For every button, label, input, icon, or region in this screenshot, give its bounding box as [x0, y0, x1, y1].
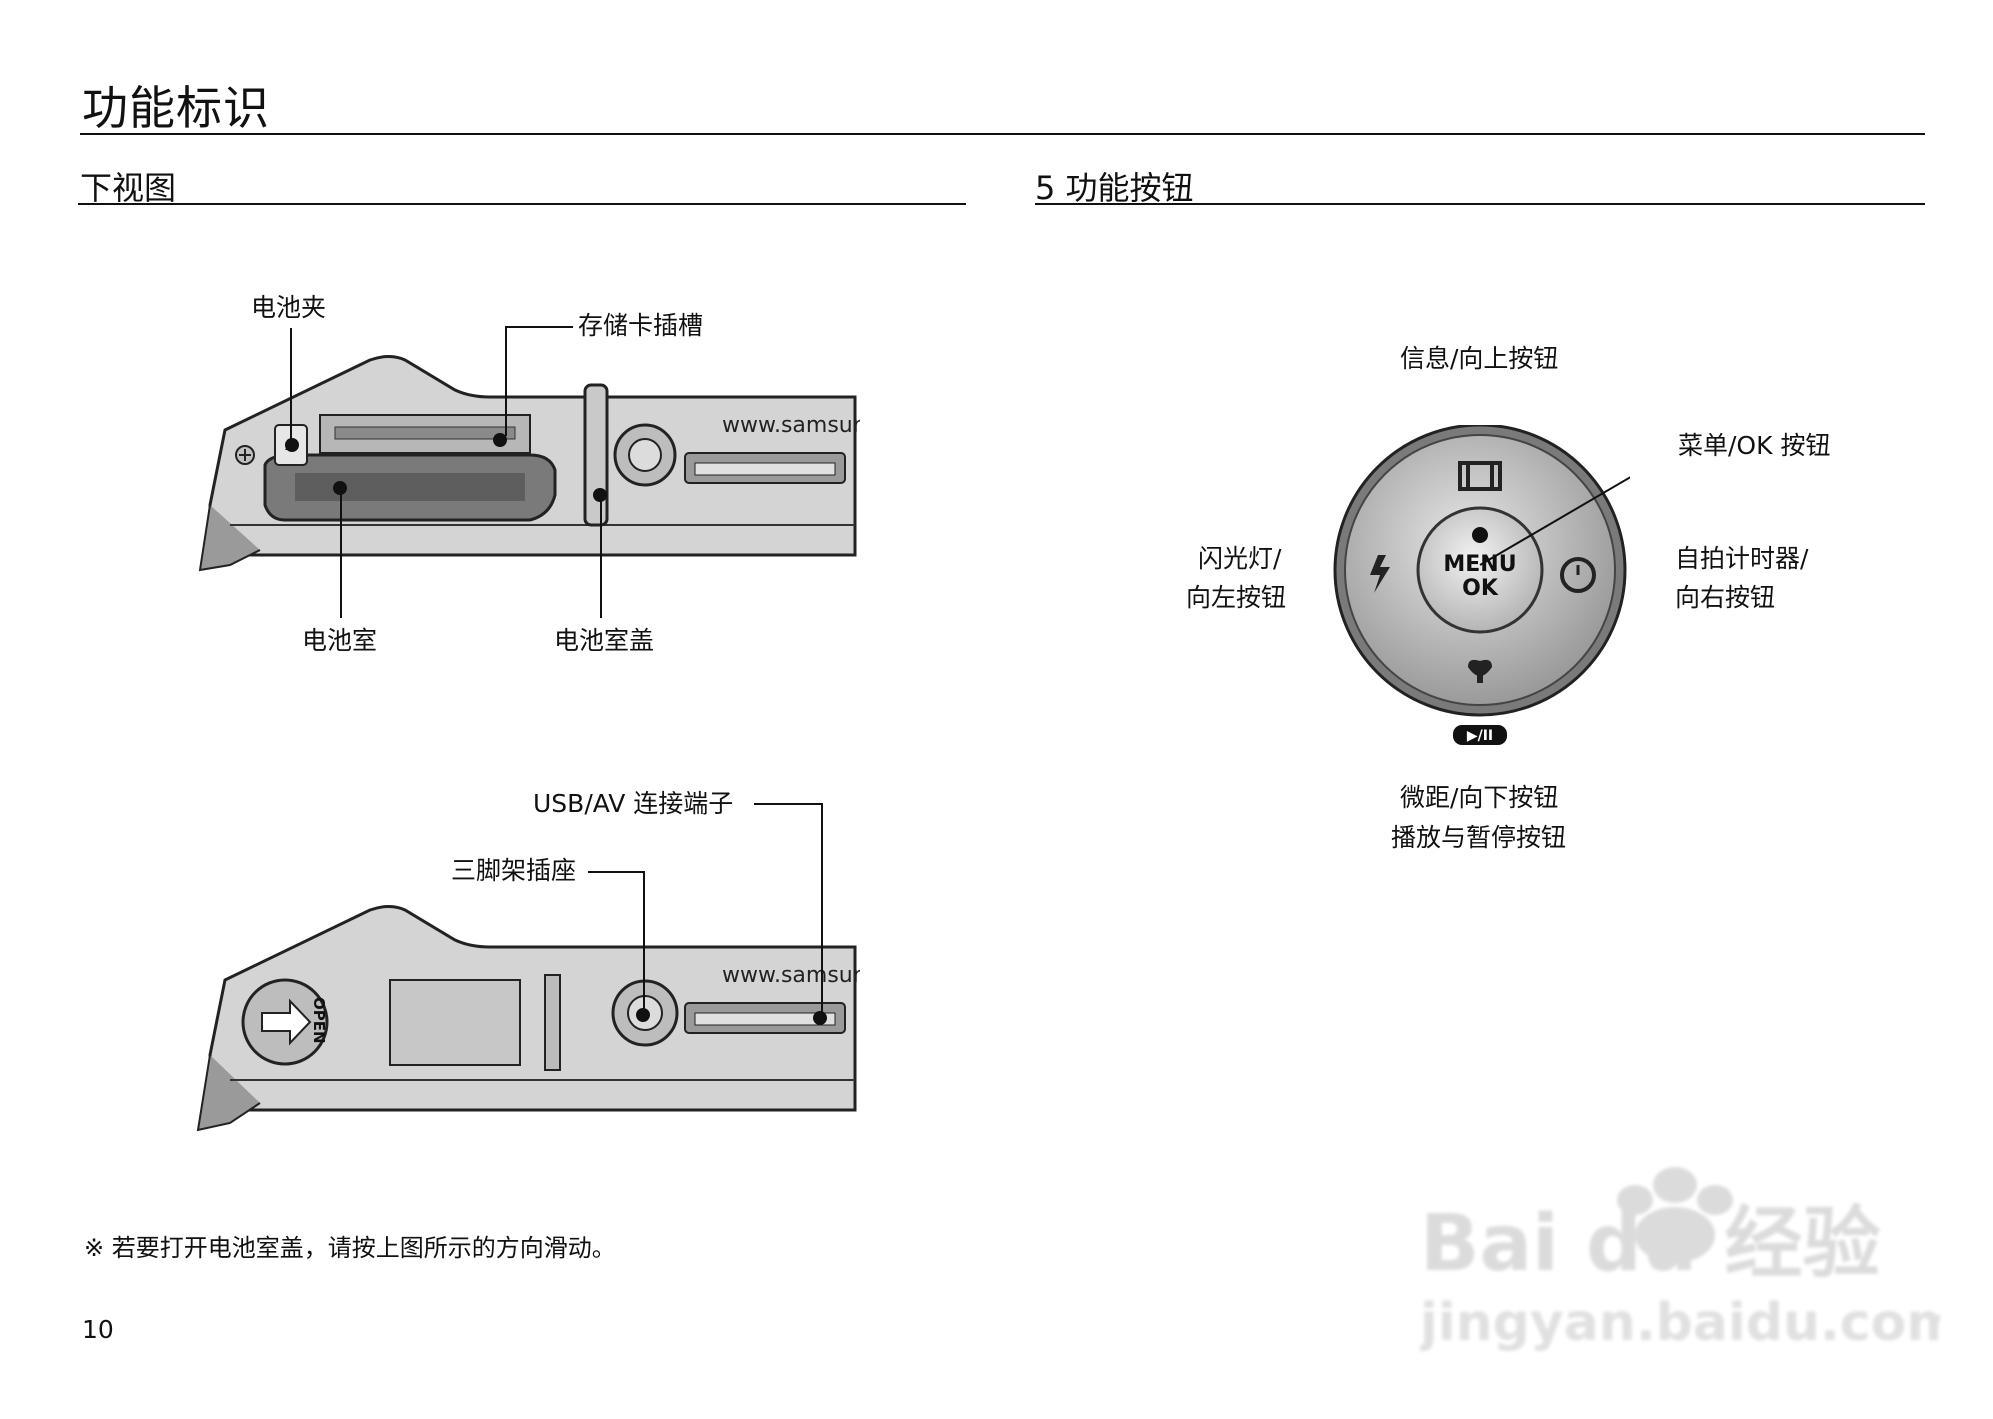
label-battery-chamber: 电池室: [302, 626, 378, 655]
label-down-1: 微距/向下按钮: [1400, 783, 1559, 812]
label-card-slot: 存储卡插槽: [578, 311, 704, 340]
samsung-print-bottom: www.samsung: [722, 963, 860, 988]
watermark-logo: Bai du 经验: [1420, 1199, 1881, 1289]
label-left-2: 向左按钮: [1186, 583, 1287, 612]
label-battery-cover: 电池室盖: [554, 626, 655, 655]
function-buttons-title: 5 功能按钮: [1035, 169, 1194, 207]
header-rule: [80, 133, 1925, 135]
camera-bottom-view-open: www.samsung: [198, 355, 860, 572]
page-title: 功能标识: [82, 81, 270, 135]
label-right-2: 向右按钮: [1675, 583, 1776, 612]
play-pause-badge: ▶/II: [1467, 728, 1493, 744]
label-down-2: 播放与暂停按钮: [1391, 823, 1567, 852]
label-left-1: 闪光灯/: [1198, 544, 1282, 573]
right-section-rule: [1035, 203, 1925, 205]
label-menu-ok: 菜单/OK 按钮: [1678, 431, 1831, 460]
watermark-url: jingyan.baidu.com: [1420, 1293, 1940, 1353]
ok-text: OK: [1462, 576, 1499, 601]
footnote: ※ 若要打开电池室盖，请按上图所示的方向滑动。: [84, 1234, 616, 1262]
label-right-1: 自拍计时器/: [1675, 544, 1809, 573]
label-usb-av: USB/AV 连接端子: [533, 789, 734, 818]
control-dial: MENU OK ▶/II: [1333, 425, 1630, 745]
open-text: OPEN: [310, 997, 328, 1044]
label-up: 信息/向上按钮: [1400, 344, 1559, 373]
label-battery-clip: 电池夹: [251, 293, 327, 322]
page-number: 10: [82, 1315, 114, 1344]
baidu-watermark: Bai du 经验 jingyan.baidu.com: [1420, 1167, 1940, 1353]
left-section-rule: [78, 203, 966, 205]
label-tripod: 三脚架插座: [451, 856, 577, 885]
samsung-print-top: www.samsung: [722, 413, 860, 438]
bottom-view-title: 下视图: [80, 169, 177, 207]
camera-bottom-view-closed: OPEN www.samsung: [196, 905, 860, 1132]
